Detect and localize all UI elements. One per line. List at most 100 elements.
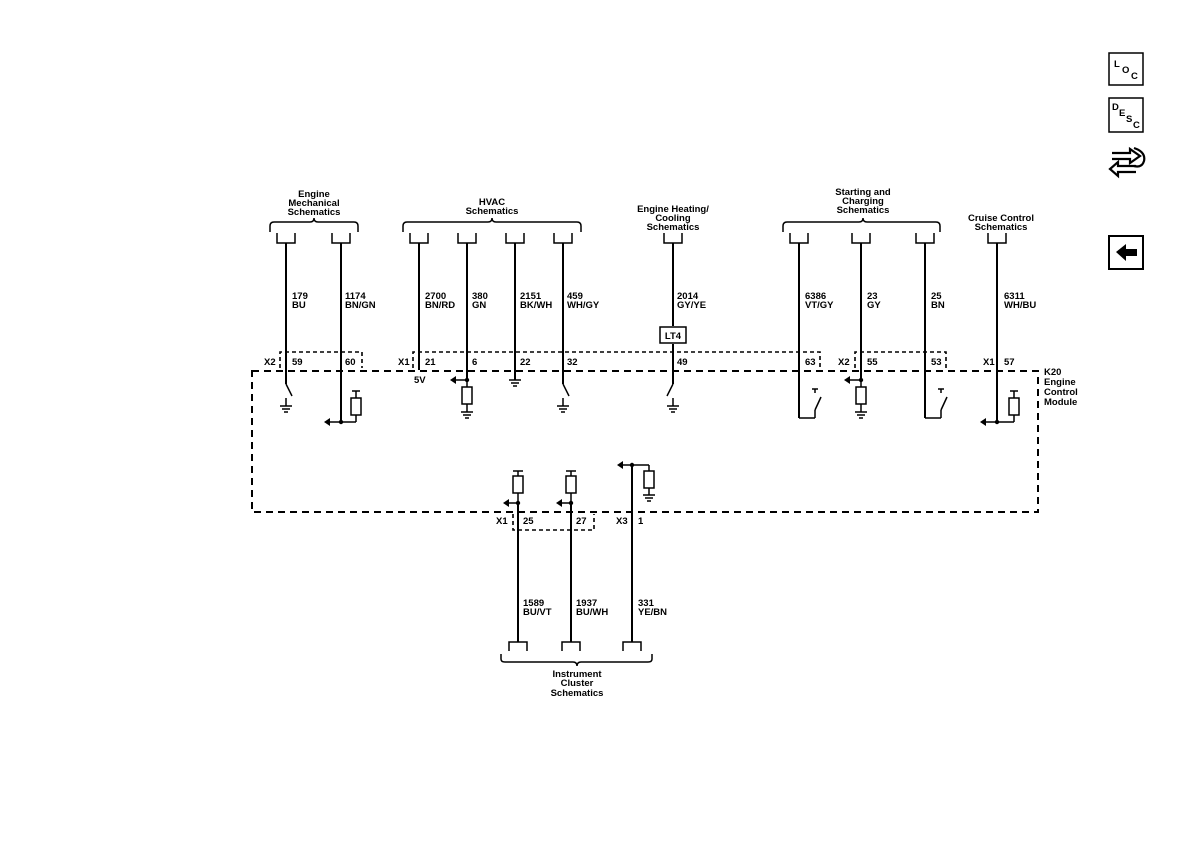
module-label-l2: Engine xyxy=(1044,377,1076,388)
pin-27: 27 xyxy=(576,516,587,527)
pullup-6311 xyxy=(980,390,1020,426)
switch-6386 xyxy=(799,388,822,419)
connector-cups-top xyxy=(276,233,1007,244)
pin-59: 59 xyxy=(292,357,303,368)
color-1937: BU/WH xyxy=(576,607,608,618)
connector-outlines-top xyxy=(279,351,947,368)
wires-bottom xyxy=(517,465,633,642)
connector-x3: X3 xyxy=(616,516,628,527)
circuit-6386: 6386 xyxy=(805,291,826,302)
pulldown-23 xyxy=(844,376,868,419)
desc-letter-d: D xyxy=(1112,102,1119,113)
circuit-2151: 2151 xyxy=(520,291,542,302)
label-starting-charging-l3: Schematics xyxy=(837,205,890,216)
label-engine-mechanical-l2: Mechanical xyxy=(288,198,339,209)
loc-letter-l: L xyxy=(1114,59,1120,70)
location-button[interactable]: L O C xyxy=(1108,52,1144,86)
pin-22: 22 xyxy=(520,357,531,368)
lt4-option-box xyxy=(659,326,687,344)
pin-53: 53 xyxy=(931,357,942,368)
switch-25 xyxy=(925,388,948,419)
label-starting-charging-l1: Starting and xyxy=(835,187,891,198)
label-engine-mechanical-l1: Engine xyxy=(298,189,330,200)
label-engine-heating-l1: Engine Heating/ xyxy=(637,204,709,215)
circuit-1174: 1174 xyxy=(345,291,366,302)
label-engine-heating-l2: Cooling xyxy=(655,213,691,224)
color-6311: WH/BU xyxy=(1004,300,1036,311)
color-2700: BN/RD xyxy=(425,300,455,311)
circuit-1937: 1937 xyxy=(576,598,597,609)
pin-6: 6 xyxy=(472,357,477,368)
label-hvac: HVAC Schematics xyxy=(466,197,519,217)
color-331: YE/BN xyxy=(638,607,667,618)
label-engine-heating-l3: Schematics xyxy=(647,222,700,233)
connector-outline-bottom xyxy=(512,514,595,531)
brace-instrument-cluster xyxy=(500,654,653,667)
circuit-25: 25 xyxy=(931,291,942,302)
switch-2014 xyxy=(666,383,680,413)
pulldown-331 xyxy=(617,461,656,502)
brace-engine-mechanical xyxy=(269,217,359,232)
description-button[interactable]: D E S C xyxy=(1108,97,1144,133)
pin-60: 60 xyxy=(345,357,356,368)
pin-25: 25 xyxy=(523,516,534,527)
label-cruise-control: Cruise Control Schematics xyxy=(968,213,1034,233)
label-instrument-cluster: Instrument Cluster Schematics xyxy=(551,669,604,699)
color-1589: BU/VT xyxy=(523,607,552,618)
module-label-l1: K20 xyxy=(1044,367,1061,378)
circuit-380: 380 xyxy=(472,291,488,302)
pin-21: 21 xyxy=(425,357,436,368)
circuit-2700: 2700 xyxy=(425,291,446,302)
wire-labels-top: 179 BU 1174 BN/GN 2700 BN/RD 380 GN 2151… xyxy=(292,291,1036,311)
label-cruise-control-l1: Cruise Control xyxy=(968,213,1034,224)
pin-55: 55 xyxy=(867,357,878,368)
connector-end-view-icon[interactable] xyxy=(1108,146,1146,179)
color-459: WH/GY xyxy=(567,300,600,311)
k20-module-boundary xyxy=(251,370,1039,513)
color-23: GY xyxy=(867,300,881,311)
brace-hvac xyxy=(402,217,582,232)
switch-459 xyxy=(556,383,570,413)
pin-1: 1 xyxy=(638,516,644,527)
connector-x2-b: X2 xyxy=(838,357,850,368)
label-engine-heating: Engine Heating/ Cooling Schematics xyxy=(637,204,709,233)
voltage-5v: 5V xyxy=(414,375,426,386)
label-instrument-cluster-l1: Instrument xyxy=(552,669,602,680)
back-arrow-icon[interactable] xyxy=(1108,235,1144,270)
loc-letter-o: O xyxy=(1122,65,1129,76)
circuit-6311: 6311 xyxy=(1004,291,1025,302)
label-hvac-l1: HVAC xyxy=(479,197,505,208)
color-2014: GY/YE xyxy=(677,300,706,311)
wire-labels-bottom: 1589 BU/VT 1937 BU/WH 331 YE/BN xyxy=(523,598,667,618)
brace-starting-charging xyxy=(782,217,941,232)
pin-32: 32 xyxy=(567,357,578,368)
label-engine-mechanical: Engine Mechanical Schematics xyxy=(288,189,341,218)
pullup-1174 xyxy=(324,390,362,426)
label-cruise-control-l2: Schematics xyxy=(975,222,1028,233)
pin-labels-bottom: X1 25 27 X3 1 xyxy=(496,516,644,527)
pullup-1937 xyxy=(556,470,577,507)
label-engine-mechanical-l3: Schematics xyxy=(288,207,341,218)
color-1174: BN/GN xyxy=(345,300,376,311)
circuit-179: 179 xyxy=(292,291,308,302)
pullup-1589 xyxy=(503,470,524,507)
desc-letter-s: S xyxy=(1126,114,1132,125)
wires-top xyxy=(285,243,998,422)
pin-49: 49 xyxy=(677,357,688,368)
label-instrument-cluster-l3: Schematics xyxy=(551,688,604,699)
circuit-1589: 1589 xyxy=(523,598,544,609)
k20-module-label: K20 Engine Control Module xyxy=(1044,367,1078,408)
label-hvac-l2: Schematics xyxy=(466,206,519,217)
desc-letter-c: C xyxy=(1133,120,1140,131)
ground-2151 xyxy=(508,379,522,387)
module-label-l4: Module xyxy=(1044,397,1077,408)
label-instrument-cluster-l2: Cluster xyxy=(561,678,594,689)
pulldown-380 xyxy=(450,376,474,419)
connector-x1-b: X1 xyxy=(983,357,995,368)
label-starting-charging: Starting and Charging Schematics xyxy=(835,187,891,216)
switch-179 xyxy=(279,383,293,413)
loc-letter-c: C xyxy=(1131,71,1138,82)
pin-63: 63 xyxy=(805,357,816,368)
lt4-option-label: LT4 xyxy=(665,331,682,342)
color-380: GN xyxy=(472,300,486,311)
